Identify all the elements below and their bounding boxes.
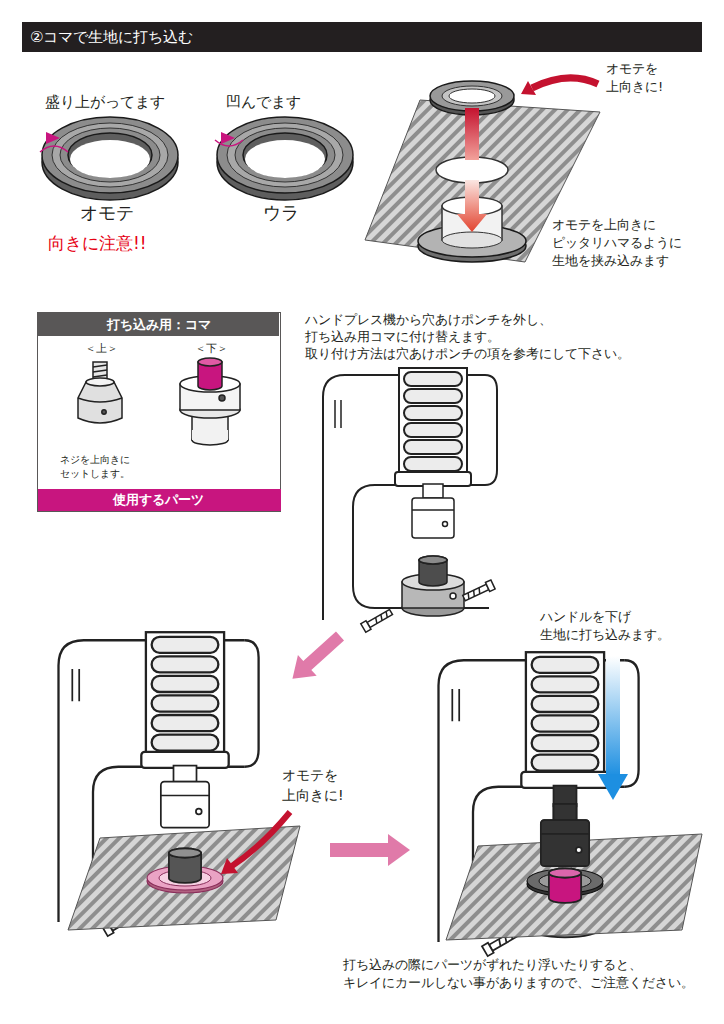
- hand-press: [361, 580, 495, 632]
- direction-arrow: [457, 180, 487, 232]
- caution-note: 打ち込みの際にパーツがずれたり浮いたりすると、 キレイにカールしない事があります…: [343, 956, 695, 991]
- washer-front: [40, 117, 178, 200]
- hand-press: [169, 848, 201, 883]
- hand-press: [541, 804, 589, 903]
- hand-press: [169, 848, 201, 883]
- instruction-note: ハンドプレス機から穴あけポンチを外し、 打ち込み用コマに付け替えます。 取り付け…: [305, 312, 650, 363]
- step-arrow: [330, 834, 410, 866]
- callout-note: オモテを 上向きに!: [282, 766, 360, 805]
- callout-arrow: [232, 812, 290, 866]
- callout-arrow: [221, 858, 238, 874]
- part-note: ネジを上向きに セットします。: [60, 453, 144, 481]
- hand-press: [323, 368, 497, 620]
- die-lower-part: [180, 358, 240, 445]
- die-lower-part: [219, 395, 225, 401]
- die-lower-part: [192, 430, 228, 440]
- hand-press: [541, 804, 589, 866]
- washer-front: [42, 117, 178, 200]
- die-upper-part: [78, 382, 122, 423]
- callout-note: オモテを 上向きに!: [606, 60, 680, 96]
- hand-press: [412, 484, 454, 538]
- step-arrow: [330, 834, 410, 866]
- washer-back: [217, 117, 353, 200]
- direction-arrow: [465, 108, 479, 160]
- washer-back: [215, 140, 243, 146]
- washer-top: [449, 89, 495, 103]
- hand-press: [541, 804, 589, 866]
- part-name: ＜下＞: [181, 341, 241, 356]
- washer-front: [46, 132, 60, 144]
- fabric-sheet: [436, 157, 508, 183]
- press-down-arrow: [598, 656, 628, 800]
- hand-press: [323, 368, 497, 632]
- hand-press: [419, 556, 447, 586]
- face-name: ウラ: [263, 200, 299, 225]
- part-name: ＜上＞: [71, 341, 131, 356]
- hand-press: [161, 766, 209, 828]
- direction-arrow: [465, 108, 479, 160]
- step-arrow: [283, 626, 349, 690]
- step-arrow: [283, 626, 349, 690]
- face-note: 凹んでます: [226, 92, 301, 113]
- washer-back: [215, 117, 353, 200]
- washer-back: [221, 132, 235, 144]
- press-down-arrow: [598, 774, 628, 800]
- callout-arrow: [521, 81, 536, 95]
- face-name: オモテ: [80, 200, 134, 225]
- callout-arrow: [521, 78, 598, 95]
- band-label: 使用するパーツ: [38, 489, 279, 511]
- die-upper-part: [78, 398, 122, 402]
- washer-top: [442, 86, 502, 106]
- washer-top: [430, 81, 514, 111]
- washer-front: [40, 146, 68, 152]
- callout-arrow: [532, 78, 598, 88]
- die-lower-part: [198, 358, 222, 366]
- face-note: 盛り上がってます: [45, 92, 165, 113]
- parts-panel: 打ち込み用：コマ ＜上＞ ＜下＞ ネジを上向きに セットします。使用するパーツ: [37, 312, 281, 512]
- instruction-note: ハンドルを下げ 生地に打ち込みます。: [540, 608, 682, 644]
- grommet: [442, 232, 502, 248]
- press-down-arrow: [606, 656, 620, 776]
- die-upper-part: [93, 365, 107, 377]
- die-upper-part: [78, 362, 122, 423]
- panel-heading: 打ち込み用：コマ: [38, 313, 279, 336]
- direction-arrow: [457, 180, 487, 232]
- warning-note: 向きに注意!!: [48, 232, 147, 256]
- instruction-note: オモテを上向きに ピッタリハマるように 生地を挟み込みます: [552, 216, 694, 271]
- die-upper-part: [102, 410, 106, 414]
- die-upper-part: [86, 378, 114, 386]
- callout-arrow: [221, 812, 290, 874]
- parts-band: 使用するパーツ: [38, 489, 281, 511]
- title-bar: ②コマで生地に打ち込む: [22, 22, 702, 52]
- hand-press: [549, 868, 581, 903]
